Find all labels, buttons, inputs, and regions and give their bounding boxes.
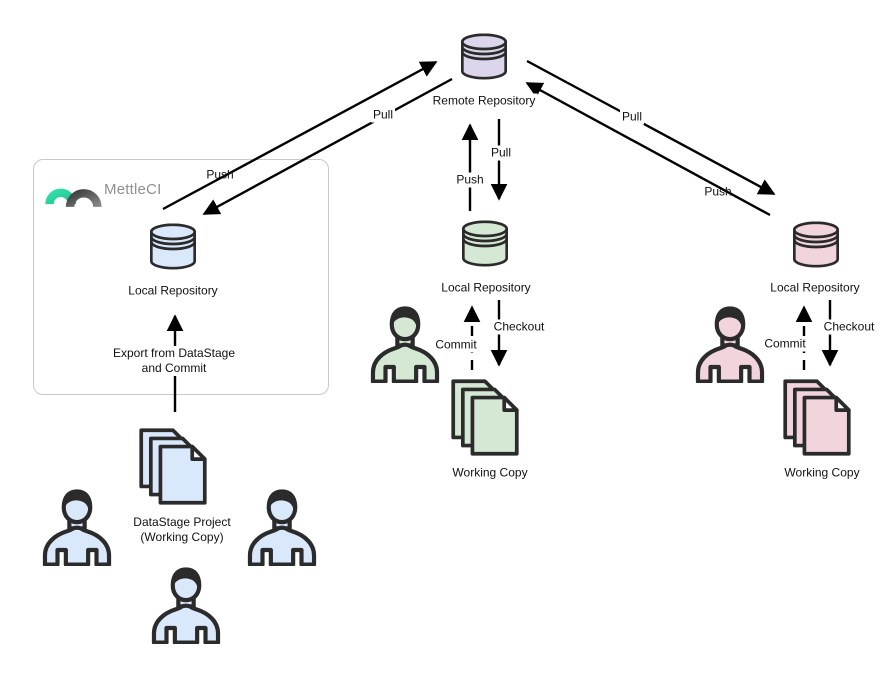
pull-center-label: Pull xyxy=(488,145,514,161)
working-copy-right-documents-icon xyxy=(783,379,851,456)
developer-icon-blue-left xyxy=(42,488,112,566)
developer-icon-blue-bottom xyxy=(151,566,221,644)
commit-center-label: Commit xyxy=(433,337,479,353)
remote-repository-label: Remote Repository xyxy=(430,93,538,109)
local-repository-left-label: Local Repository xyxy=(126,283,220,299)
pull-arrow-right xyxy=(526,59,776,196)
commit-right-label: Commit xyxy=(762,336,808,352)
push-left-label: Push xyxy=(206,167,234,182)
export-commit-label: Export from DataStage and Commit xyxy=(110,346,238,376)
working-copy-right-label: Working Copy xyxy=(782,465,862,481)
checkout-right-label: Checkout xyxy=(821,319,877,335)
pull-left-label: Pull xyxy=(370,107,396,123)
datastage-project-label-line2: (Working Copy) xyxy=(140,530,224,544)
push-center-label: Push xyxy=(454,172,486,188)
local-repository-center-label: Local Repository xyxy=(439,280,533,296)
developer-icon-blue-right xyxy=(247,488,317,566)
local-repository-left-database-icon xyxy=(148,223,198,270)
remote-repository-database-icon xyxy=(459,33,509,80)
datastage-project-label: DataStage Project (Working Copy) xyxy=(131,515,233,545)
datastage-project-documents-icon xyxy=(139,428,207,505)
export-commit-label-line1: Export from DataStage xyxy=(112,346,236,360)
pull-right-label: Pull xyxy=(619,109,645,125)
developer-icon-green xyxy=(370,305,440,383)
export-commit-label-line2: and Commit xyxy=(141,361,207,375)
mettleci-group-box xyxy=(33,159,329,395)
working-copy-center-label: Working Copy xyxy=(450,465,530,481)
datastage-project-label-line1: DataStage Project xyxy=(133,515,231,529)
pull-arrow-left xyxy=(202,77,453,216)
push-right-label: Push xyxy=(704,184,732,199)
working-copy-center-documents-icon xyxy=(451,379,519,456)
push-arrow-right xyxy=(525,81,771,217)
checkout-center-label: Checkout xyxy=(491,319,547,335)
mettleci-logo-text: MettleCI xyxy=(104,181,162,198)
local-repository-center-database-icon xyxy=(460,220,510,267)
local-repository-right-database-icon xyxy=(791,221,841,268)
push-arrow-left xyxy=(162,60,438,211)
mettleci-logo-icon xyxy=(45,188,102,208)
developer-icon-pink xyxy=(695,305,765,383)
local-repository-right-label: Local Repository xyxy=(768,280,862,296)
